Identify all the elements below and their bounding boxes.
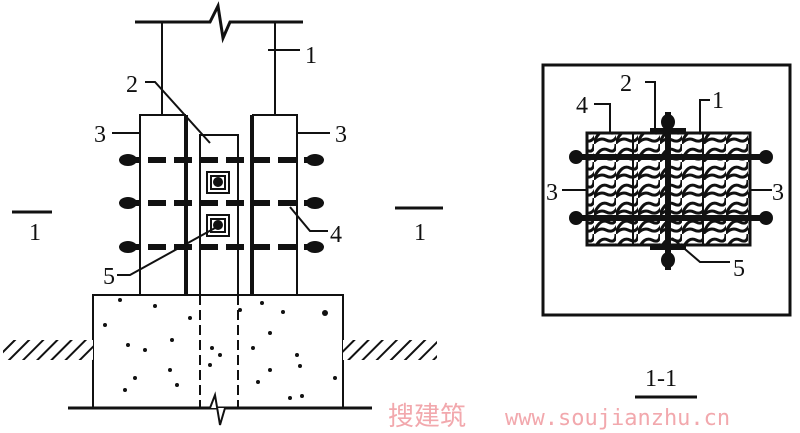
post-outline [199, 134, 239, 295]
elevation-view [3, 1, 443, 426]
ground-left [3, 340, 93, 360]
section-mark-left: 1 [29, 220, 41, 246]
bolt-rows [122, 157, 320, 250]
section-mark-right: 1 [414, 220, 426, 246]
label-block: 5 [103, 264, 115, 290]
section-label-plank-right: 3 [772, 180, 784, 206]
concrete-aggregate [103, 298, 337, 400]
section-label-column: 1 [712, 88, 724, 114]
ground-right [343, 340, 437, 360]
concrete-foundation [92, 294, 344, 409]
section-title: 1-1 [645, 366, 677, 392]
label-bolt: 4 [330, 222, 342, 248]
bottom-break [209, 391, 226, 426]
section-label-post: 2 [620, 71, 632, 97]
top-break-line [135, 1, 303, 44]
section-frame [541, 63, 792, 317]
label-plank-left: 3 [94, 122, 106, 148]
blocks [206, 171, 230, 237]
section-label-block: 5 [733, 256, 745, 282]
bolt-nuts [119, 154, 324, 253]
section-view [541, 63, 792, 399]
label-column: 1 [305, 43, 317, 69]
section-label-plank-left: 3 [546, 180, 558, 206]
section-label-bolt: 4 [576, 93, 588, 119]
watermark-cn: 搜建筑 [388, 402, 466, 432]
label-post: 2 [126, 72, 138, 98]
label-plank-right: 3 [335, 122, 347, 148]
watermark-url: www.soujianzhu.cn [505, 406, 730, 431]
